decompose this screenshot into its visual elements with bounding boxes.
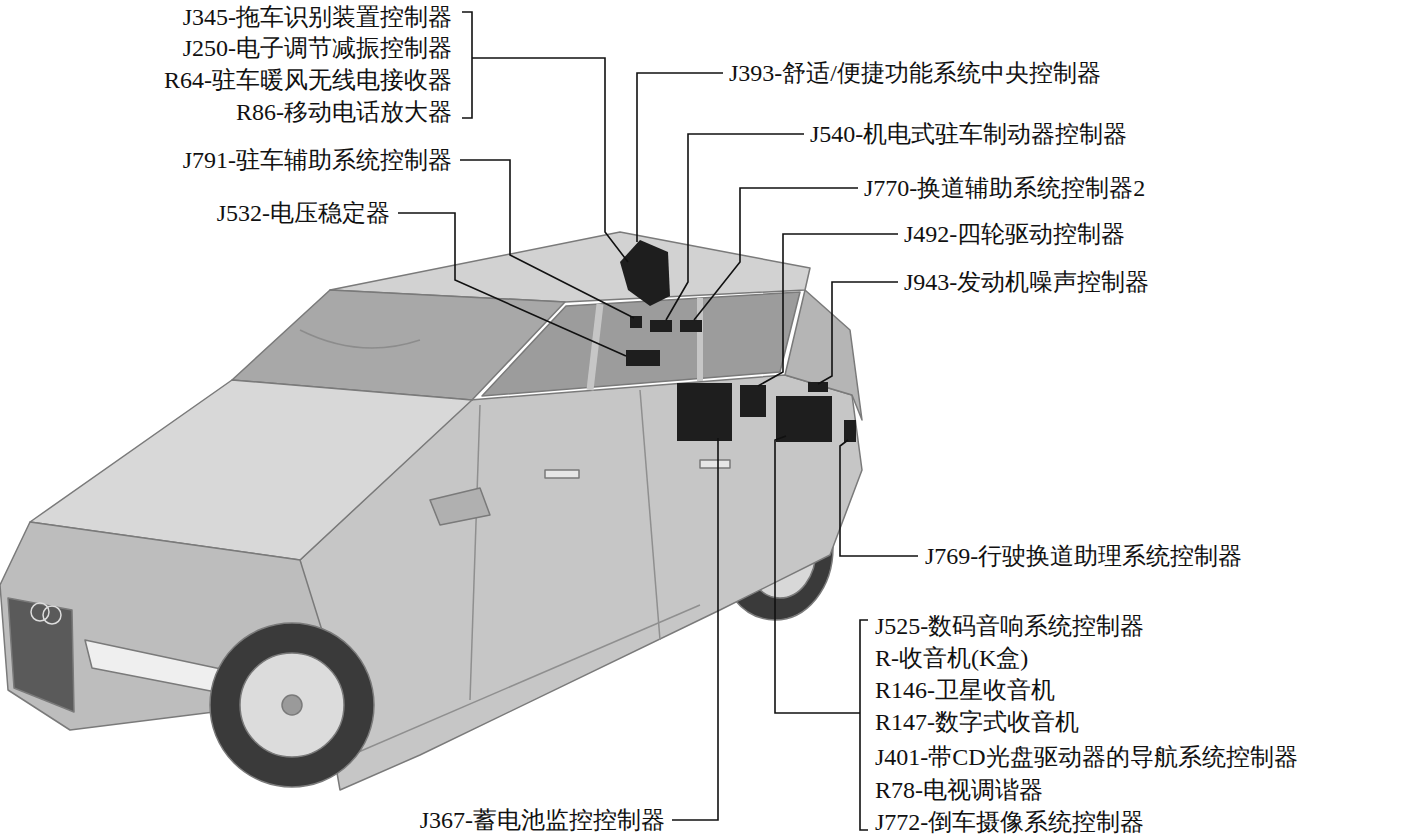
callout-label: J345-拖车识别装置控制器 bbox=[183, 3, 452, 31]
callout-label: R86-移动电话放大器 bbox=[236, 98, 452, 126]
callout-label: J540-机电式驻车制动器控制器 bbox=[810, 120, 1127, 148]
callout-label: J401-带CD光盘驱动器的导航系统控制器 bbox=[875, 743, 1298, 771]
callout-label: J250-电子调节减振控制器 bbox=[183, 34, 452, 62]
callout-label: J770-换道辅助系统控制器2 bbox=[864, 174, 1145, 202]
car-body bbox=[0, 232, 862, 790]
control-units bbox=[620, 240, 856, 442]
callout-label: J525-数码音响系统控制器 bbox=[875, 612, 1144, 640]
callout-label: J943-发动机噪声控制器 bbox=[904, 268, 1149, 296]
callout-label: J532-电压稳定器 bbox=[217, 199, 390, 227]
callout-label: R-收音机(K盒) bbox=[875, 644, 1028, 672]
callout-label: J769-行驶换道助理系统控制器 bbox=[925, 542, 1242, 570]
callout-label: J772-倒车摄像系统控制器 bbox=[875, 808, 1144, 836]
callout-label: J492-四轮驱动控制器 bbox=[904, 220, 1125, 248]
callout-label: R146-卫星收音机 bbox=[875, 676, 1055, 704]
callout-label: R64-驻车暖风无线电接收器 bbox=[164, 66, 452, 94]
callout-label: J367-蓄电池监控控制器 bbox=[420, 806, 665, 834]
callout-label: J791-驻车辅助系统控制器 bbox=[183, 146, 452, 174]
callout-label: J393-舒适/便捷功能系统中央控制器 bbox=[729, 59, 1101, 87]
callout-label: R147-数字式收音机 bbox=[875, 708, 1079, 736]
callout-label: R78-电视调谐器 bbox=[875, 776, 1043, 804]
